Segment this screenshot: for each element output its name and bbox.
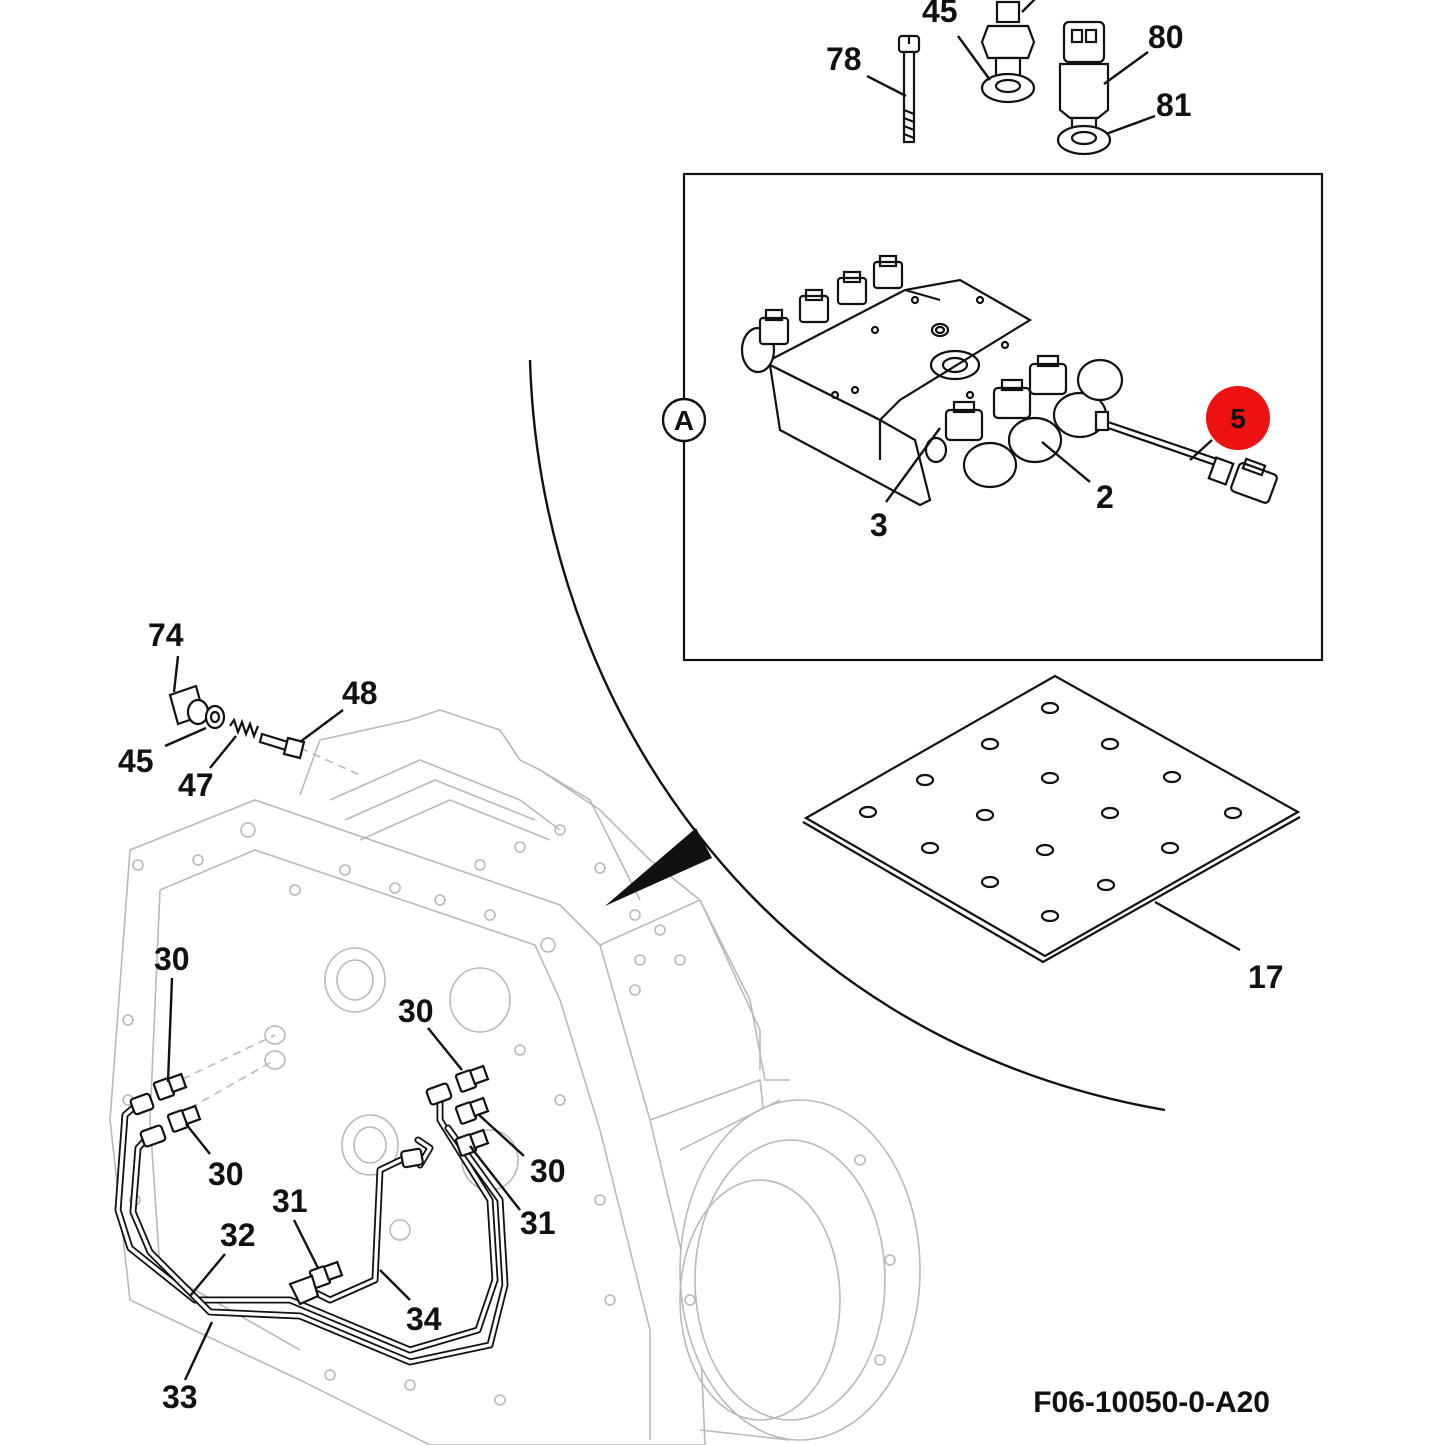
gasket-17 xyxy=(802,674,1301,964)
callout-30-b[interactable]: 30 xyxy=(208,1156,244,1192)
callout-30-c[interactable]: 30 xyxy=(398,993,434,1029)
callout-2[interactable]: 2 xyxy=(1096,479,1114,515)
front-solenoids xyxy=(924,354,1124,489)
callout-34[interactable]: 34 xyxy=(406,1301,442,1337)
callout-32[interactable]: 32 xyxy=(220,1217,256,1253)
fitting-30-b xyxy=(139,1104,202,1148)
callout-31-a[interactable]: 31 xyxy=(272,1183,308,1219)
housing-bolt-holes xyxy=(122,822,896,1406)
fitting-31-a xyxy=(288,1260,344,1306)
wiring-harness-5 xyxy=(1107,420,1278,504)
washer-81 xyxy=(1056,124,1112,156)
plug-45-top xyxy=(980,0,1036,104)
transmission-housing xyxy=(109,709,921,1445)
callout-3[interactable]: 3 xyxy=(870,507,888,543)
alignment-dash-top xyxy=(299,747,361,776)
callout-81[interactable]: 81 xyxy=(1156,87,1192,123)
callout-45-top[interactable]: 45 xyxy=(922,0,958,29)
detail-a-label: A xyxy=(661,397,707,443)
plunger-48 xyxy=(258,732,306,760)
adapter-74 xyxy=(168,684,226,730)
solenoid-valve-block xyxy=(740,254,1278,507)
callout-74[interactable]: 74 xyxy=(148,617,184,653)
housing-rear-cover xyxy=(679,1099,921,1441)
leader-lines xyxy=(164,0,1241,1381)
callout-30-a[interactable]: 30 xyxy=(154,941,190,977)
detail-a-letter: A xyxy=(674,405,694,436)
fitting-30-a xyxy=(129,1072,188,1116)
callout-45-left[interactable]: 45 xyxy=(118,743,154,779)
callout-30-d[interactable]: 30 xyxy=(530,1153,566,1189)
callout-5: 5 xyxy=(1230,403,1246,434)
fitting-30-c xyxy=(425,1064,490,1106)
housing-top-ribs xyxy=(329,759,641,901)
rear-solenoids xyxy=(740,254,904,374)
callout-47[interactable]: 47 xyxy=(178,767,214,803)
callout-labels: 78 45 80 81 3 2 17 74 48 45 47 30 30 30 … xyxy=(118,0,1284,1415)
drawing-code: F06-10050-0-A20 xyxy=(1033,1386,1270,1419)
bolt-78 xyxy=(897,34,921,144)
fitting-31-b xyxy=(400,1128,490,1169)
spring-47 xyxy=(229,717,260,740)
callout-17[interactable]: 17 xyxy=(1248,959,1284,995)
hydraulic-pipes xyxy=(114,1092,509,1366)
highlighted-callout-5[interactable]: 5 xyxy=(1206,386,1270,450)
callout-80[interactable]: 80 xyxy=(1148,19,1184,55)
detail-pointer-wedge xyxy=(605,828,712,906)
highlight-marker xyxy=(1206,386,1270,450)
callout-48[interactable]: 48 xyxy=(342,675,378,711)
callout-31-b[interactable]: 31 xyxy=(520,1205,556,1241)
housing-flange-plate xyxy=(109,799,706,1445)
pipe-fittings xyxy=(129,1064,490,1306)
callout-78[interactable]: 78 xyxy=(826,41,862,77)
fitting-30-d xyxy=(454,1096,490,1125)
sensor-80 xyxy=(1058,20,1110,130)
callout-33[interactable]: 33 xyxy=(162,1379,198,1415)
gasket-holes xyxy=(858,701,1243,923)
